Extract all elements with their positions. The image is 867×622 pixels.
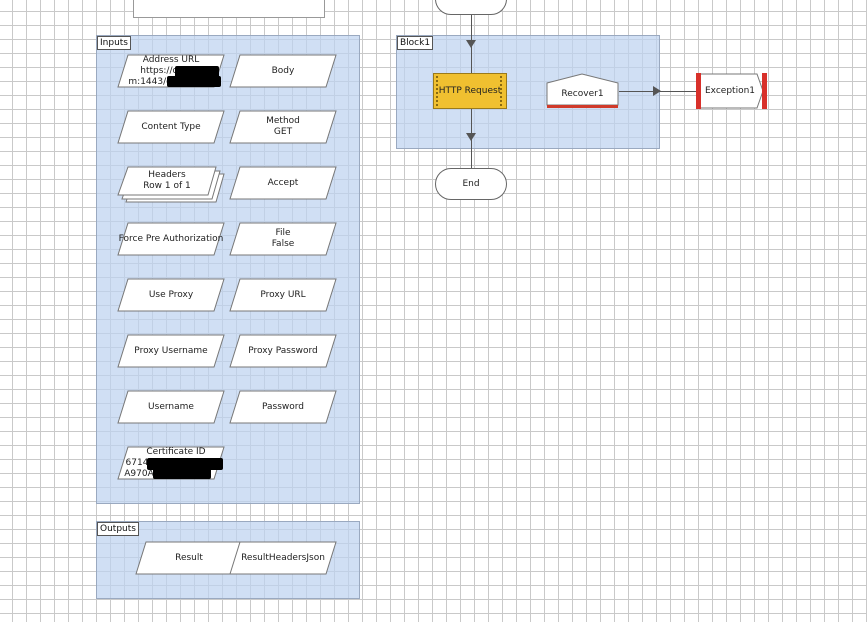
input-proxy-url-label: Proxy URL <box>260 289 306 300</box>
http-request-label: HTTP Request <box>438 86 502 96</box>
end-label: End <box>462 179 480 189</box>
input-method-label: Method <box>266 116 300 126</box>
input-content-type[interactable]: Content Type <box>117 110 225 144</box>
input-proxy-username-label: Proxy Username <box>134 345 208 356</box>
input-certificate-id[interactable]: Certificate ID 6714 A970A <box>117 446 225 480</box>
input-use-proxy-label: Use Proxy <box>148 289 194 300</box>
input-password[interactable]: Password <box>229 390 337 424</box>
input-accept-label: Accept <box>267 177 299 188</box>
input-address-url[interactable]: Address URL https://de m:1443/q2 <box>117 54 225 88</box>
input-address-url-value-1: https://de <box>140 66 184 76</box>
block1-label: Block1 <box>397 36 434 50</box>
input-method-value: GET <box>273 127 293 137</box>
input-file-value: False <box>271 239 295 249</box>
output-result-label: Result <box>175 552 203 563</box>
inputs-block[interactable]: Inputs <box>96 35 360 504</box>
arrow-right-icon <box>653 86 661 96</box>
exception-node[interactable]: Exception1 <box>696 73 768 109</box>
input-username[interactable]: Username <box>117 390 225 424</box>
input-certificate-id-value-2: A970A <box>124 469 154 479</box>
input-address-url-label: Address URL <box>142 55 200 65</box>
input-headers-label: Headers <box>148 170 186 180</box>
input-proxy-username[interactable]: Proxy Username <box>117 334 225 368</box>
input-headers-value: Row 1 of 1 <box>143 181 191 191</box>
output-result-headers-json-label: ResultHeadersJson <box>241 552 325 563</box>
cutoff-shape <box>133 0 325 18</box>
end-terminator[interactable]: End <box>435 168 507 200</box>
outputs-label: Outputs <box>97 522 139 536</box>
input-certificate-id-value-1: 6714 <box>125 458 149 468</box>
input-accept[interactable]: Accept <box>229 166 337 200</box>
input-file[interactable]: File False <box>229 222 337 256</box>
redaction-mark <box>175 66 219 78</box>
output-result-headers-json[interactable]: ResultHeadersJson <box>229 541 337 575</box>
redaction-mark <box>153 468 211 479</box>
output-result[interactable]: Result <box>135 541 243 575</box>
input-password-label: Password <box>261 401 305 412</box>
input-body-label: Body <box>271 65 295 76</box>
input-content-type-label: Content Type <box>141 121 201 132</box>
exception-label: Exception1 <box>704 86 756 96</box>
input-proxy-password-label: Proxy Password <box>248 345 318 356</box>
input-method[interactable]: Method GET <box>229 110 337 144</box>
input-body[interactable]: Body <box>229 54 337 88</box>
arrow-down-icon <box>466 133 476 141</box>
redaction-mark <box>147 458 223 470</box>
input-certificate-id-label: Certificate ID <box>146 447 206 457</box>
input-force-pre-authorization[interactable]: Force Pre Authorization <box>117 222 225 256</box>
input-address-url-value-2: m:1443/q2 <box>128 77 178 87</box>
input-headers[interactable]: Headers Row 1 of 1 <box>117 166 225 203</box>
start-terminator[interactable] <box>435 0 507 15</box>
input-proxy-url[interactable]: Proxy URL <box>229 278 337 312</box>
inputs-label: Inputs <box>97 36 131 50</box>
recover-node[interactable]: Recover1 <box>546 73 619 109</box>
arrow-down-icon <box>466 40 476 48</box>
redaction-mark <box>167 76 221 87</box>
input-username-label: Username <box>148 401 194 412</box>
recover-label: Recover1 <box>561 89 604 99</box>
input-file-label: File <box>275 228 291 238</box>
input-use-proxy[interactable]: Use Proxy <box>117 278 225 312</box>
input-force-pre-authorization-label: Force Pre Authorization <box>118 233 224 244</box>
input-proxy-password[interactable]: Proxy Password <box>229 334 337 368</box>
http-request-node[interactable]: HTTP Request <box>433 73 507 109</box>
